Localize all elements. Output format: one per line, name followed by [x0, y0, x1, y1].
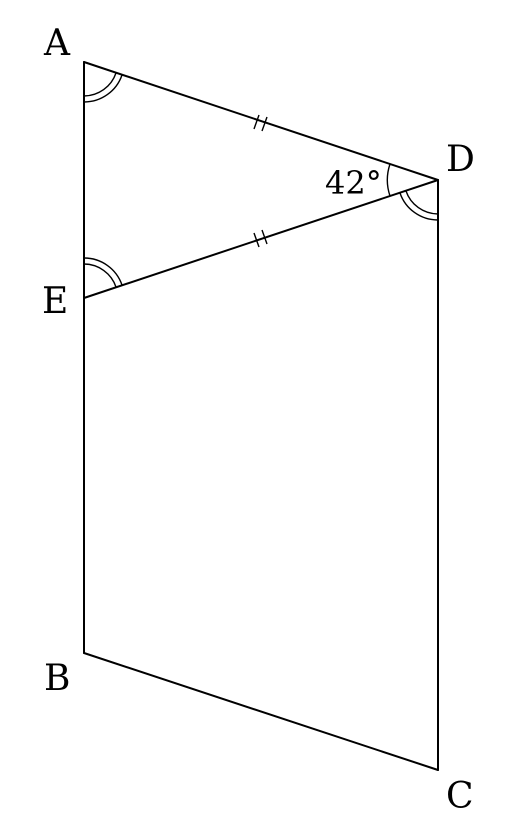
segment-BC: [83, 652, 439, 771]
segment-DE: [83, 179, 439, 299]
vertex-label-B: B: [44, 658, 70, 699]
vertex-label-D: D: [446, 139, 475, 180]
vertex-label-A: A: [43, 23, 71, 64]
vertex-label-C: C: [446, 776, 474, 817]
segment-DA: [83, 61, 439, 181]
angle-arc-A: [83, 72, 123, 103]
equal-mark-AD: [253, 114, 268, 132]
angle-arc-E: [83, 257, 123, 288]
angle-arc-D-upper: [386, 163, 391, 197]
angle-label-42: 42°: [325, 164, 382, 202]
equal-mark-DE: [253, 229, 268, 248]
angle-arc-D-lower: [399, 190, 439, 221]
vertex-label-E: E: [42, 281, 68, 322]
